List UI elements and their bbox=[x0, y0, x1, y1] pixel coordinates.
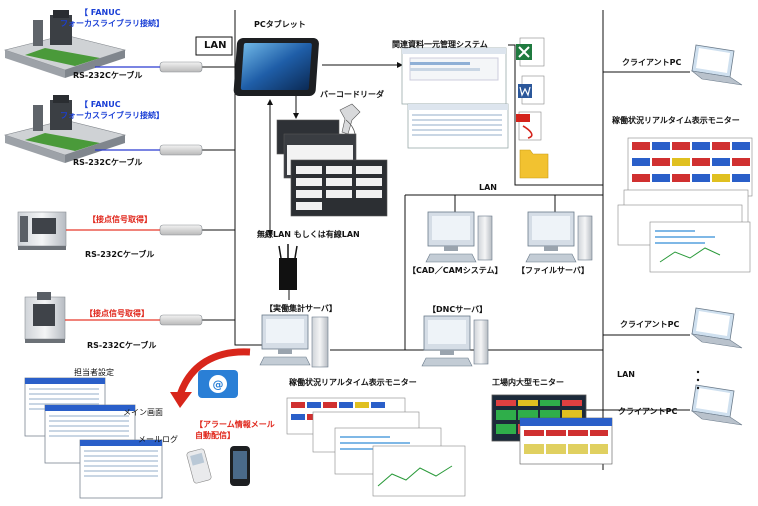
machining-center-icon bbox=[3, 10, 127, 78]
lan-label-mid: LAN bbox=[479, 183, 497, 192]
doc-system-screens bbox=[401, 47, 509, 149]
lan-box bbox=[195, 36, 233, 56]
folder-icon bbox=[519, 149, 549, 179]
converter-box-icon bbox=[159, 61, 203, 73]
aggregation-server-label: 【実働集計サーバ】 bbox=[265, 304, 337, 313]
laptop-icon bbox=[690, 307, 743, 349]
realtime-monitor-right-label: 稼働状況リアルタイム表示モニター bbox=[612, 116, 740, 125]
realtime-monitor-right bbox=[617, 137, 753, 273]
lan-label-right: LAN bbox=[617, 370, 635, 379]
alarm-arrow bbox=[170, 348, 251, 408]
converter-box-icon bbox=[159, 314, 203, 326]
machining-center-icon bbox=[3, 95, 127, 163]
assignee-setting-label: 担当者設定 bbox=[74, 368, 114, 377]
rs232c-label-4: RS-232Cケーブル bbox=[87, 341, 157, 350]
smartphone-icon bbox=[230, 446, 250, 486]
excel-icon bbox=[516, 37, 545, 67]
laptop-icon bbox=[690, 384, 743, 426]
contact-signal-label-1: 【接点信号取得】 bbox=[88, 215, 152, 224]
client-pc-label-2: クライアントPC bbox=[620, 320, 680, 329]
client-pc-label-1: クライアントPC bbox=[622, 58, 682, 67]
rs232c-label-3: RS-232Cケーブル bbox=[85, 250, 155, 259]
svg-text:@: @ bbox=[213, 378, 224, 391]
more-clients-dots bbox=[696, 370, 700, 390]
file-server-label: 【ファイルサーバ】 bbox=[517, 266, 589, 275]
contact-signal-label-2: 【接点信号取得】 bbox=[85, 309, 149, 318]
router-icon bbox=[278, 244, 298, 290]
rs232c-label-2: RS-232Cケーブル bbox=[73, 158, 143, 167]
dnc-server-label: 【DNCサーバ】 bbox=[428, 305, 488, 314]
converter-box-icon bbox=[159, 224, 203, 236]
fanuc1-title-line2: フォーカスライブラリ接続】 bbox=[60, 19, 164, 28]
wireless-lan-label: 無線LAN もしくは有線LAN bbox=[257, 230, 360, 239]
desktop-pc-icon bbox=[525, 211, 593, 263]
alarm-mail-label-line1: 【アラーム情報メール bbox=[195, 420, 275, 429]
pdf-icon bbox=[516, 111, 542, 141]
rs232c-label-1: RS-232Cケーブル bbox=[73, 71, 143, 80]
machining-center-icon bbox=[24, 292, 66, 343]
flip-phone-icon bbox=[186, 448, 212, 484]
fanuc2-title-line1: 【 FANUC bbox=[80, 100, 121, 109]
barcode-reader-label: バーコードリーダ bbox=[320, 90, 384, 99]
realtime-monitor-bottom-label: 稼働状況リアルタイム表示モニター bbox=[289, 378, 417, 387]
realtime-monitor-bottom bbox=[286, 397, 466, 497]
desktop-pc-icon bbox=[425, 211, 493, 263]
lathe-icon bbox=[17, 211, 67, 250]
server-tower-icon bbox=[259, 314, 329, 368]
software-screens bbox=[24, 377, 163, 499]
doc-system-label: 関連資料一元管理システム bbox=[392, 40, 488, 49]
laptop-icon bbox=[690, 44, 743, 86]
fanuc2-title-line2: フォーカスライブラリ接続】 bbox=[60, 111, 164, 120]
fanuc1-title-line1: 【 FANUC bbox=[80, 8, 121, 17]
converter-box-icon bbox=[159, 144, 203, 156]
desktop-pc-icon bbox=[421, 315, 489, 367]
big-monitor-label: 工場内大型モニター bbox=[492, 378, 564, 387]
main-screen-label: メイン画面 bbox=[123, 408, 163, 417]
barcode-screen-stack bbox=[276, 119, 388, 217]
lan-label-top: LAN bbox=[204, 40, 227, 51]
alarm-mail-label-line2: 自動配信】 bbox=[195, 431, 235, 440]
word-icon bbox=[518, 75, 545, 105]
email-icon: @ bbox=[198, 370, 238, 398]
tablet-icon bbox=[233, 38, 319, 96]
cad-cam-label: 【CAD／CAMシステム】 bbox=[408, 266, 503, 275]
factory-big-monitor bbox=[491, 394, 613, 465]
pc-tablet-label: PCタブレット bbox=[254, 20, 306, 29]
mail-log-label: メールログ bbox=[138, 435, 178, 444]
client-pc-label-3: クライアントPC bbox=[618, 407, 678, 416]
